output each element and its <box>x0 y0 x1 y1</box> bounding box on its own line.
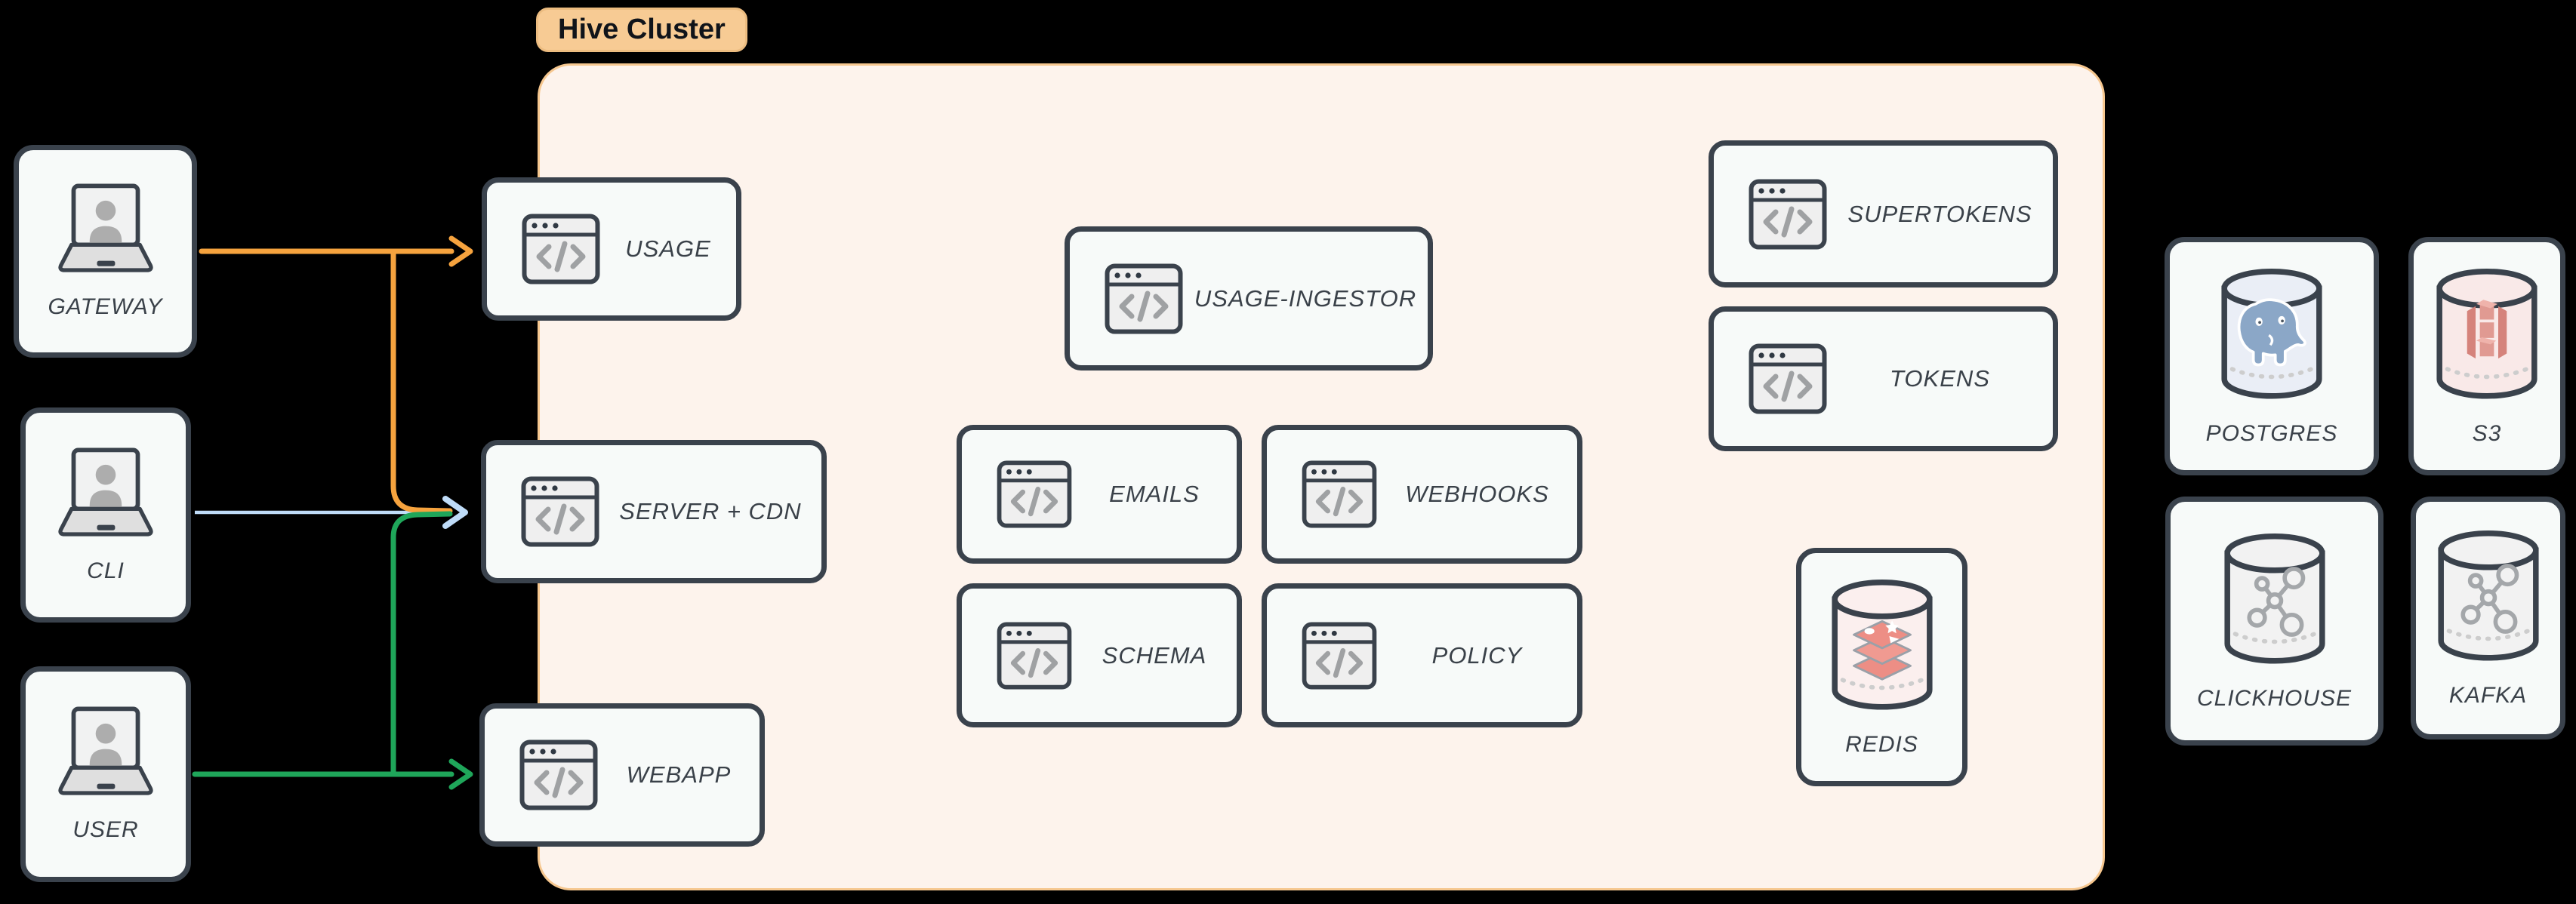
node-cli[interactable]: CLI <box>20 407 191 623</box>
code-window-icon <box>522 214 600 284</box>
node-label: SERVER + CDN <box>619 498 802 524</box>
hive-cluster-badge: Hive Cluster <box>536 8 747 52</box>
code-window-icon <box>1749 179 1827 250</box>
postgres-database-icon <box>2215 266 2328 407</box>
edge-gateway-to-servercdn <box>390 248 453 514</box>
code-window-icon <box>1302 622 1377 690</box>
node-label: WEBAPP <box>626 761 732 788</box>
node-usage[interactable]: USAGE <box>482 177 741 321</box>
node-schema[interactable]: SCHEMA <box>957 583 1242 727</box>
code-window-icon <box>1302 460 1377 528</box>
node-gateway[interactable]: GATEWAY <box>14 145 197 358</box>
node-postgres[interactable]: POSTGRES <box>2165 237 2379 475</box>
node-label: USER <box>72 817 139 842</box>
node-label: POLICY <box>1431 641 1523 669</box>
code-window-icon <box>519 739 598 810</box>
code-window-icon <box>997 622 1072 690</box>
node-label: POSTGRES <box>2205 421 2338 446</box>
node-label: TOKENS <box>1890 365 1990 392</box>
code-window-icon <box>521 476 599 547</box>
node-label: USAGE <box>625 235 711 262</box>
node-redis[interactable]: REDIS <box>1796 548 1967 786</box>
node-user[interactable]: USER <box>20 666 191 882</box>
s3-database-icon <box>2430 266 2544 407</box>
laptop-user-icon <box>45 183 166 276</box>
node-policy[interactable]: POLICY <box>1262 583 1582 727</box>
laptop-user-icon <box>45 447 166 540</box>
node-usage-ingestor[interactable]: USAGE-INGESTOR <box>1065 226 1433 371</box>
network-database-icon <box>2432 527 2545 669</box>
network-database-icon <box>2218 530 2331 672</box>
node-kafka[interactable]: KAFKA <box>2411 497 2565 739</box>
node-label: EMAILS <box>1109 481 1200 507</box>
node-server-cdn[interactable]: SERVER + CDN <box>481 440 827 583</box>
node-label: CLICKHOUSE <box>2196 686 2353 711</box>
edge-user-to-servercdn <box>390 511 453 777</box>
node-webapp[interactable]: WEBAPP <box>479 703 765 847</box>
node-label: KAFKA <box>2448 683 2528 708</box>
node-emails[interactable]: EMAILS <box>957 425 1242 564</box>
node-label: USAGE-INGESTOR <box>1194 284 1417 312</box>
code-window-icon <box>997 460 1072 528</box>
node-tokens[interactable]: TOKENS <box>1709 306 2058 451</box>
node-label: WEBHOOKS <box>1405 481 1549 507</box>
node-clickhouse[interactable]: CLICKHOUSE <box>2165 497 2383 746</box>
node-label: SCHEMA <box>1102 641 1207 669</box>
code-window-icon <box>1749 343 1827 414</box>
node-supertokens[interactable]: SUPERTOKENS <box>1709 140 2058 287</box>
laptop-user-icon <box>45 706 166 799</box>
node-label: S3 <box>2472 421 2502 446</box>
code-window-icon <box>1105 263 1183 334</box>
node-label: REDIS <box>1845 732 1918 757</box>
node-label: SUPERTOKENS <box>1847 200 2032 227</box>
node-webhooks[interactable]: WEBHOOKS <box>1262 425 1582 564</box>
node-s3[interactable]: S3 <box>2408 237 2565 475</box>
node-label: GATEWAY <box>48 294 163 319</box>
redis-database-icon <box>1826 577 1939 718</box>
node-label: CLI <box>87 558 125 583</box>
